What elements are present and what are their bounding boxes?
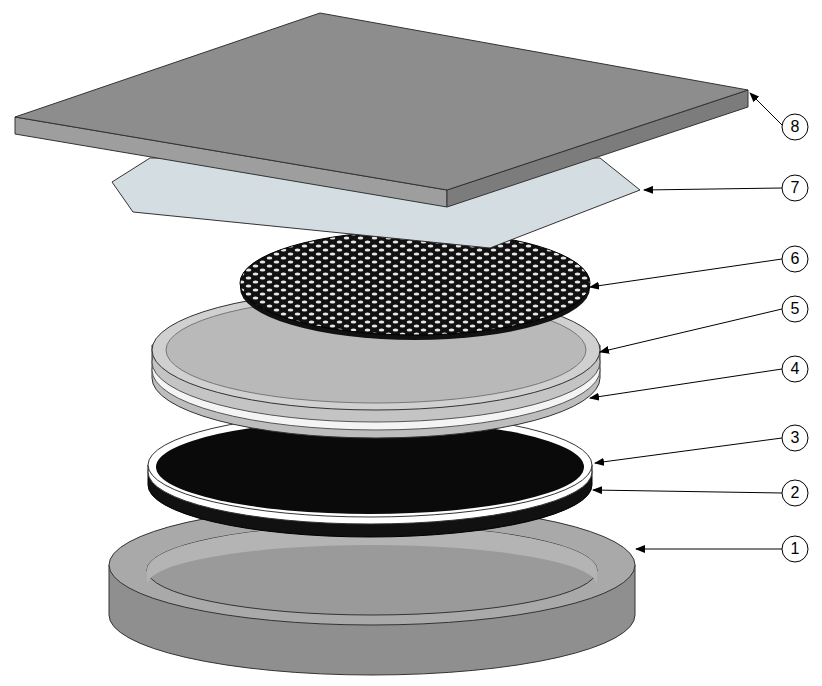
callout-number: 3 bbox=[791, 430, 800, 446]
callout-number: 5 bbox=[791, 301, 800, 317]
callout-number: 2 bbox=[791, 485, 800, 501]
callout-number: 7 bbox=[791, 180, 800, 196]
callout-circles bbox=[782, 114, 808, 562]
callout-number: 8 bbox=[791, 119, 800, 135]
callout-number: 4 bbox=[791, 361, 800, 377]
callout-number: 6 bbox=[791, 251, 800, 267]
top-plate bbox=[15, 13, 748, 207]
leader-lines bbox=[590, 93, 782, 549]
callout-number: 1 bbox=[791, 541, 800, 557]
mesh-disc bbox=[240, 231, 590, 340]
